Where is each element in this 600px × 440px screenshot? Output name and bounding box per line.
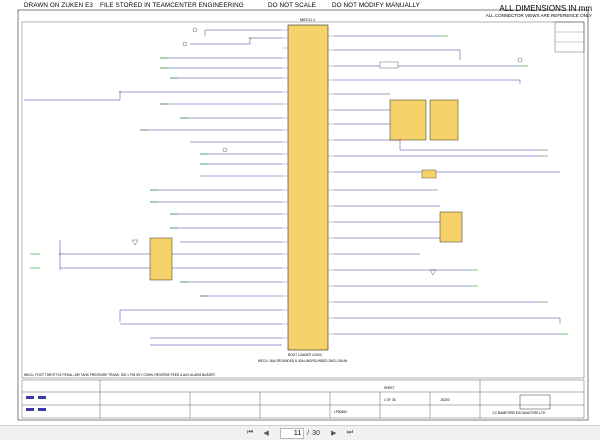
page-separator: / bbox=[307, 429, 310, 437]
title-company: J.C.BAMFORD EXCAVATORS LTD bbox=[492, 411, 546, 415]
ecu-label: MECU 1 bbox=[300, 17, 316, 22]
title-model: JS200 bbox=[440, 398, 450, 402]
drawing-number: LP50680 bbox=[334, 410, 347, 414]
header-stored: FILE STORED IN TEAMCENTER ENGINEERING bbox=[100, 2, 244, 9]
wiring-diagram: MECU 1 bbox=[17, 9, 589, 421]
first-page-icon[interactable]: ⏮ bbox=[246, 429, 254, 436]
header-connector-note: ALL CONNECTOR VIEWS ARE REFERENCE ONLY bbox=[485, 13, 592, 18]
prev-page-icon[interactable]: ◀ bbox=[263, 430, 269, 437]
total-pages: 30 bbox=[312, 429, 320, 437]
ecu-bottom-1: BOOT LOADER 4 0003 bbox=[288, 353, 322, 357]
header-dimensions: ALL DIMENSIONS IN mm bbox=[499, 4, 592, 13]
next-page-icon[interactable]: ▶ bbox=[331, 430, 337, 437]
page-navigation-bar: ⏮ ◀ / 30 ▶ ⏭ bbox=[0, 425, 600, 440]
sheet-label: SHEET bbox=[384, 386, 395, 390]
last-page-icon[interactable]: ⏭ bbox=[346, 429, 354, 436]
sheet-value: 1 OF 36 bbox=[384, 398, 396, 402]
header-no-scale: DO NOT SCALE bbox=[268, 2, 316, 9]
schematic-sheet: DRAWN ON ZUKEN E3 FILE STORED IN TEAMCEN… bbox=[17, 2, 592, 421]
current-page-input[interactable] bbox=[280, 427, 305, 439]
header-drawn: DRAWN ON ZUKEN E3 bbox=[24, 2, 93, 9]
page-indicator: / 30 bbox=[280, 427, 320, 439]
header-no-modify: DO NOT MODIFY MANUALLY bbox=[332, 2, 420, 9]
bottom-note: MECU, FOOT THROTTLE PEDAL, AIR TANK PRES… bbox=[24, 373, 215, 377]
ecu-bottom-2: MECU: 16A GROUNDED & 40A UNGROUNDED 2MCU… bbox=[258, 359, 348, 363]
